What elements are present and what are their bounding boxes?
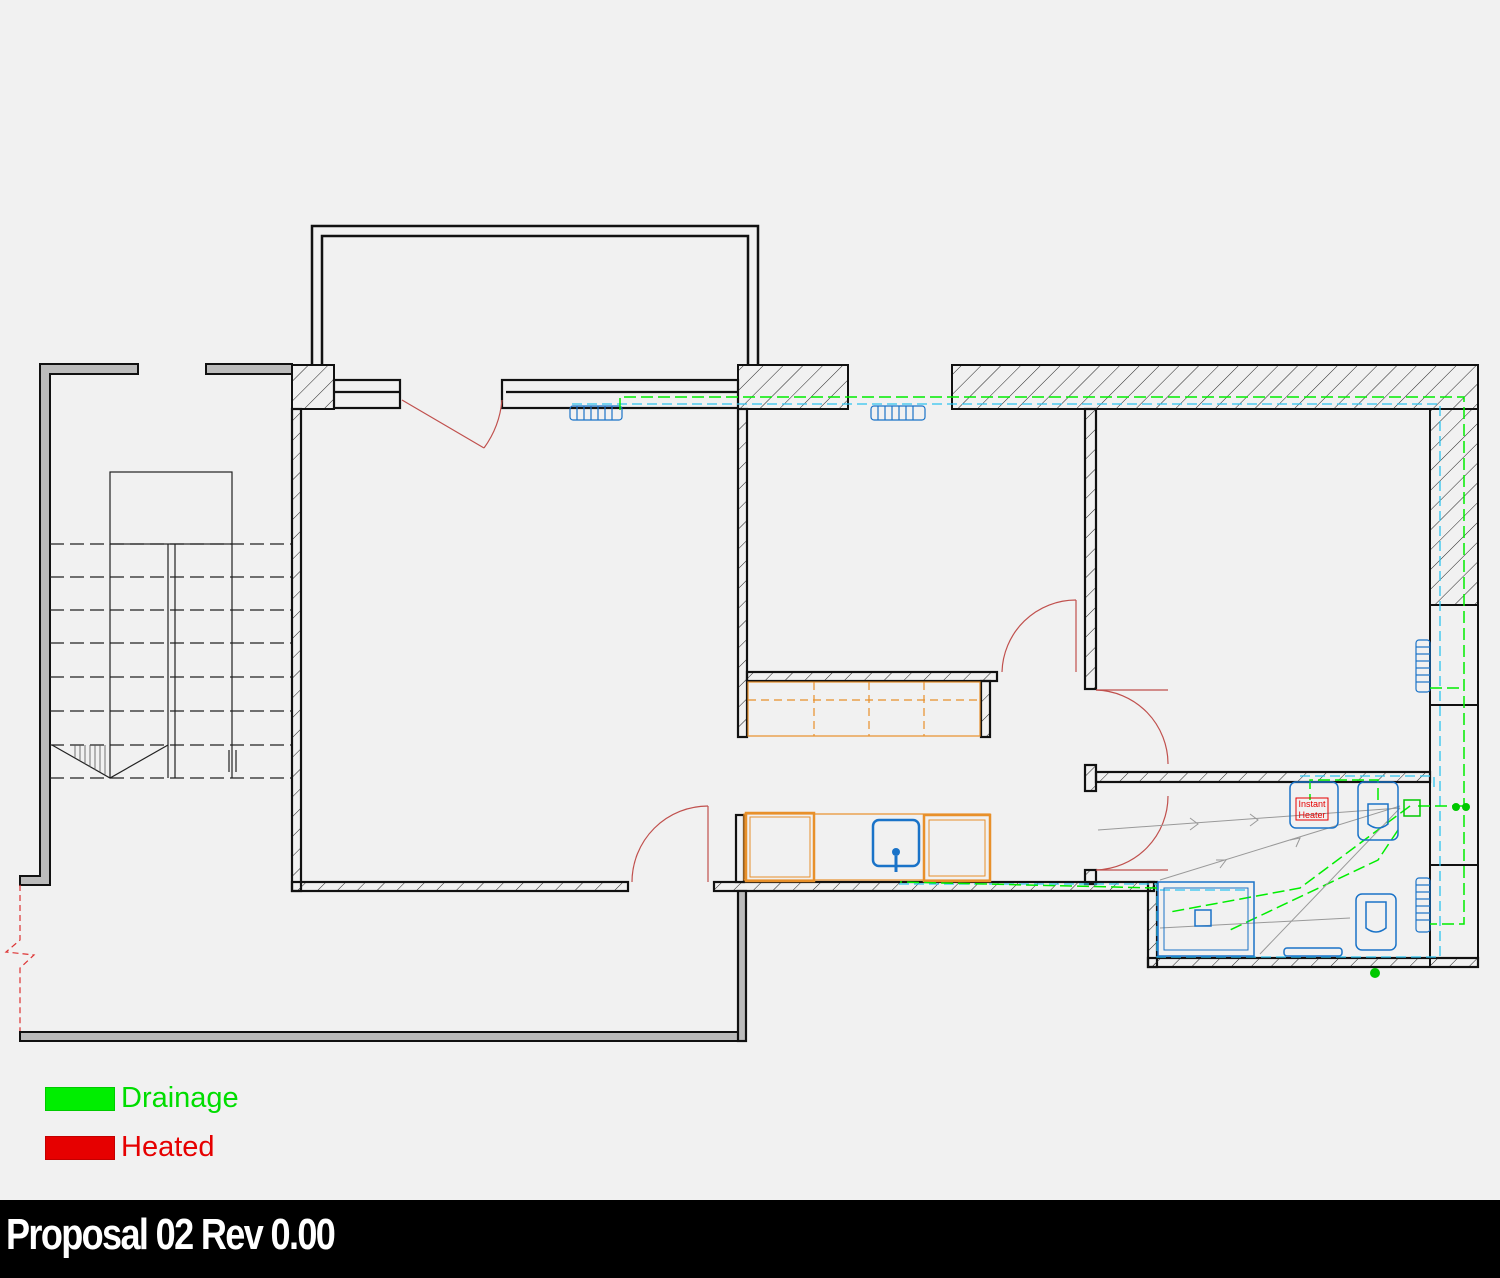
balcony (310, 224, 760, 365)
instant-heater-label-2: Heater (1298, 810, 1325, 820)
radiators (569, 405, 1431, 933)
stairwell (19, 363, 293, 886)
instant-heater-label-1: Instant (1298, 799, 1326, 809)
structural-columns (291, 364, 1479, 968)
drainage-points (1370, 803, 1470, 978)
legend-drainage-label: Drainage (121, 1082, 239, 1114)
legend-heated-label: Heated (121, 1131, 215, 1163)
legend-heated-swatch (45, 1135, 115, 1160)
proposal-title: Proposal 02 Rev 0.00 (6, 1210, 336, 1259)
kitchen-units (743, 811, 992, 883)
flow-arrows (1097, 805, 1401, 955)
footer-bar: Proposal 02 Rev 0.00 (0, 1200, 1500, 1278)
legend-drainage: Drainage (45, 1082, 239, 1115)
bathroom-fixtures (1157, 781, 1421, 957)
landing-outline (4, 885, 747, 1042)
wardrobe (747, 681, 981, 737)
walls (290, 378, 1480, 1043)
instant-heater: Instant Heater (1295, 797, 1329, 821)
legend-drainage-swatch (45, 1086, 115, 1111)
drainage-lines (619, 396, 1465, 931)
doors (401, 399, 1169, 883)
legend-heated: Heated (45, 1131, 215, 1164)
water-supply-lines (572, 403, 1441, 958)
floor-plan: Instant Heater (4, 224, 1480, 1043)
